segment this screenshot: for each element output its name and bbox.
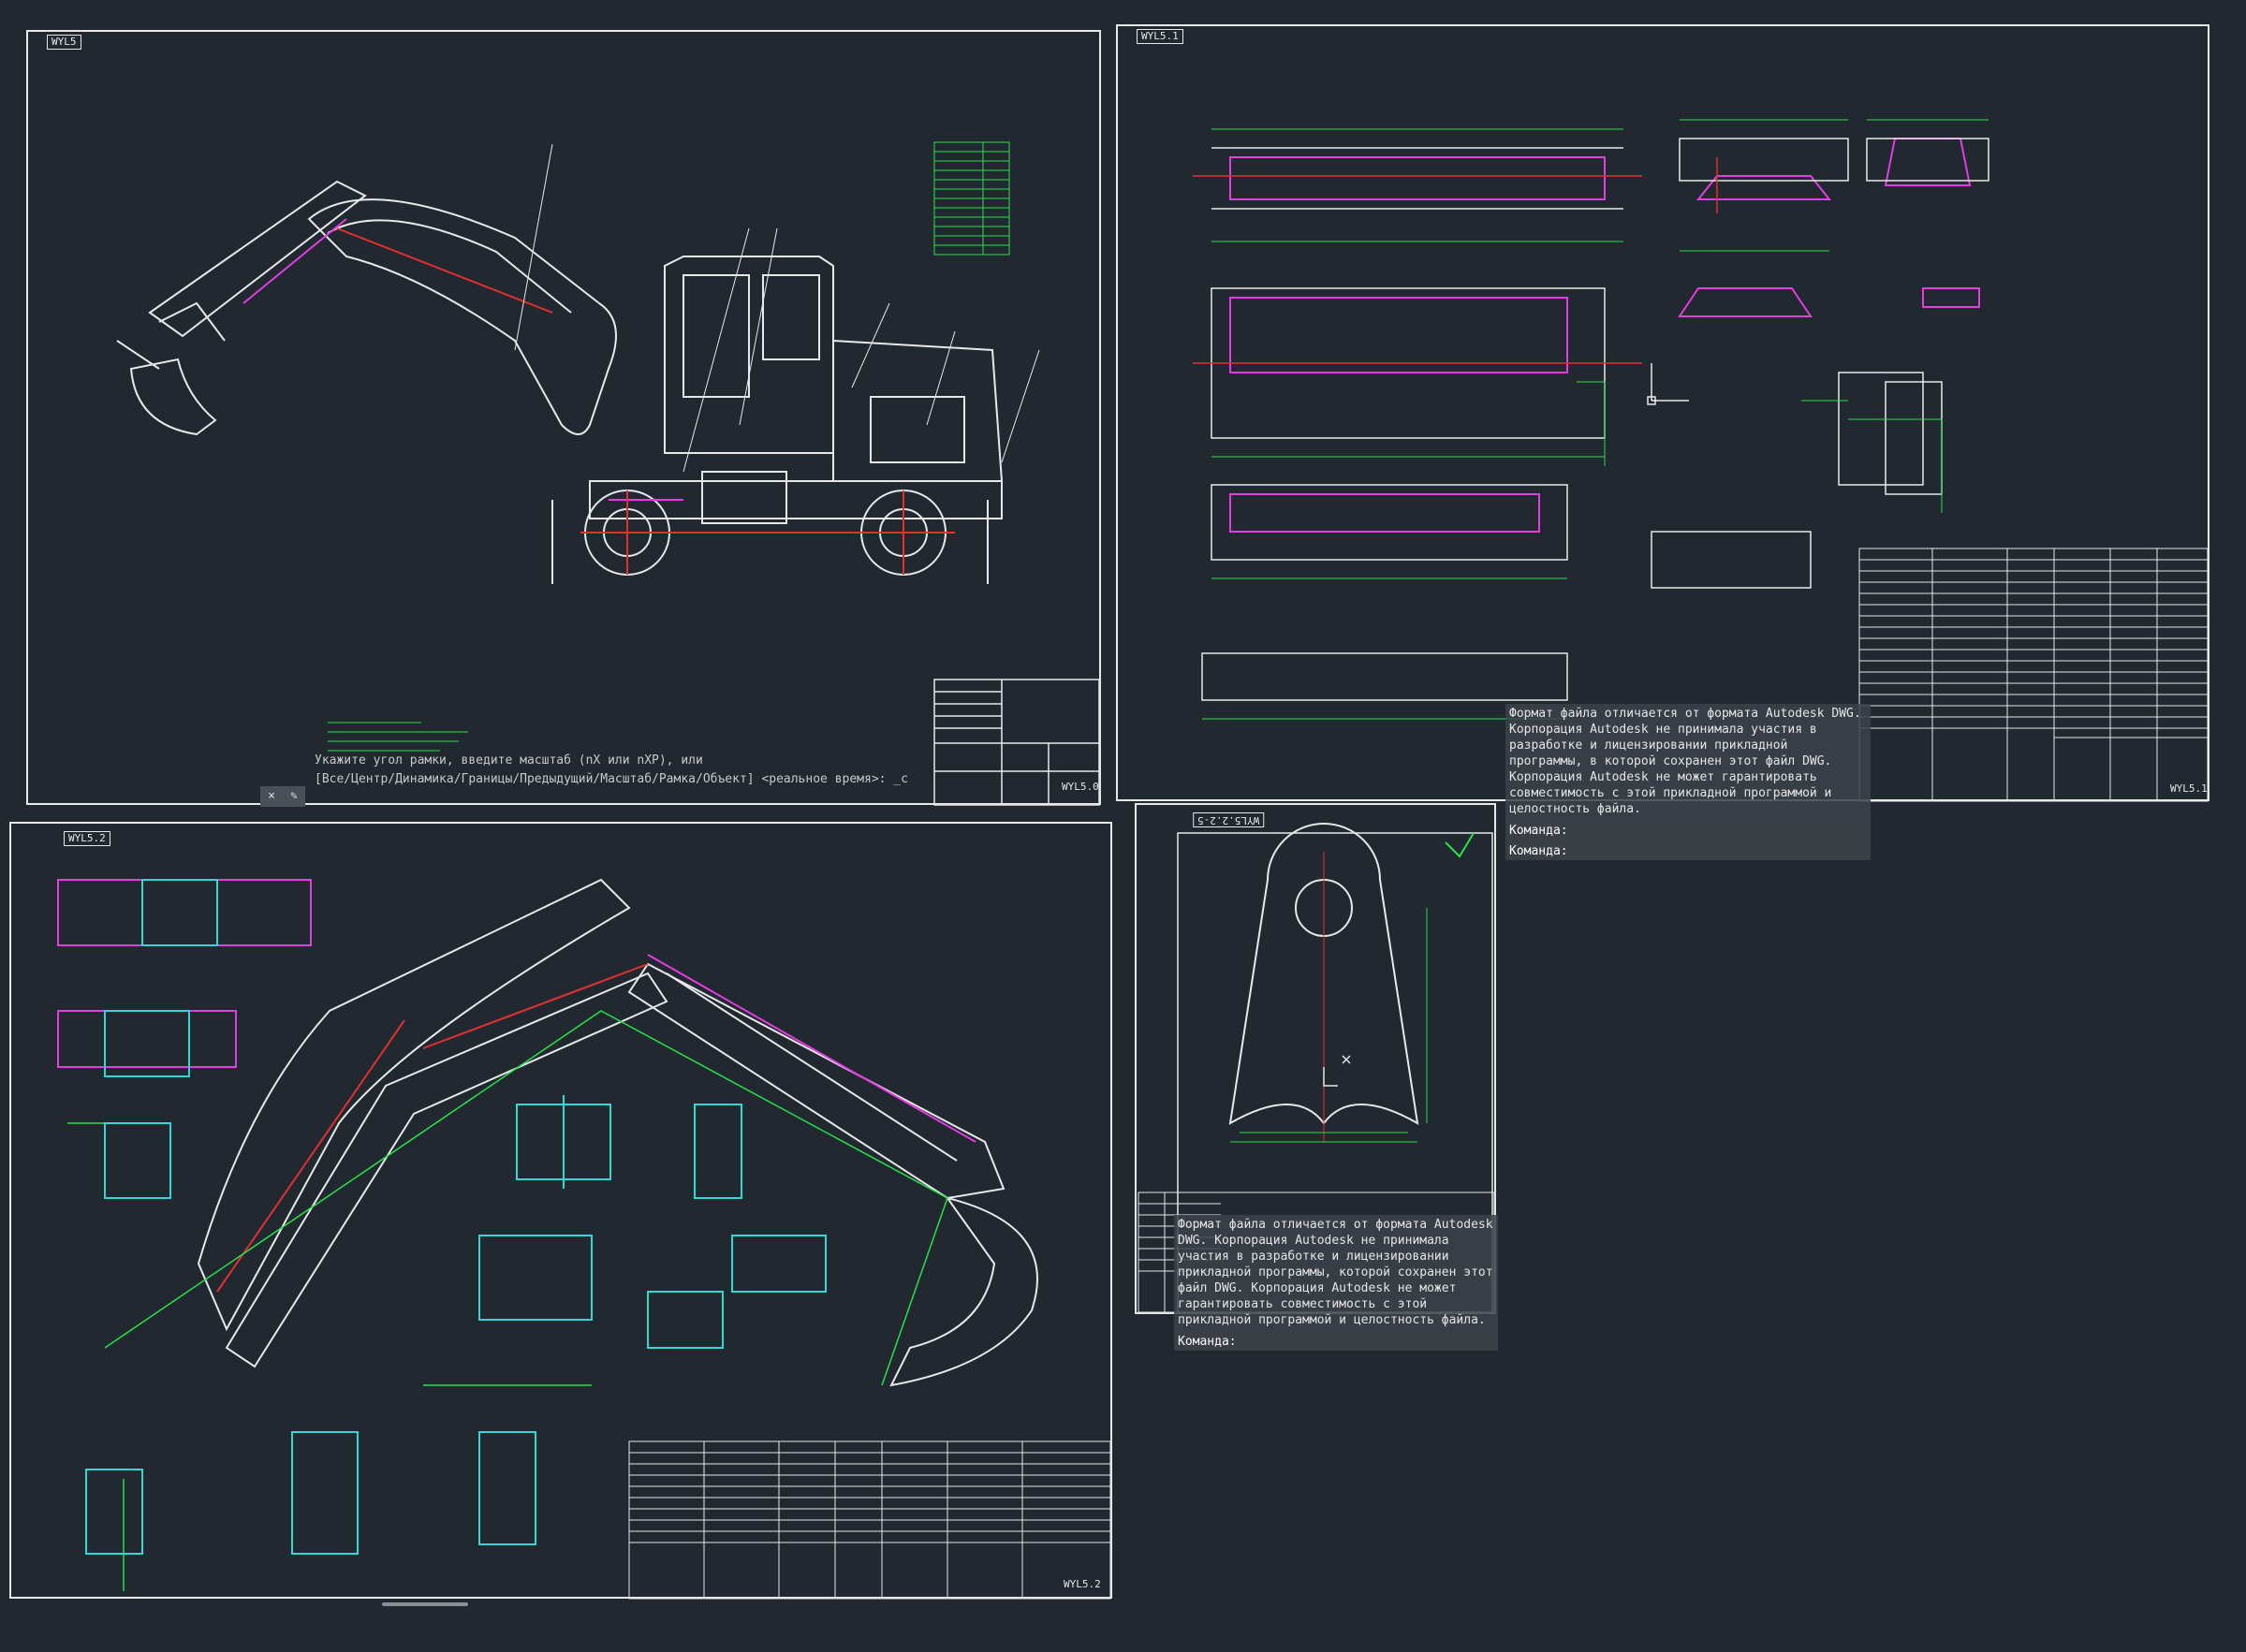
title-block-code: WYL5.0 (1062, 781, 1099, 793)
command-message: Формат файла отличается от формата Autod… (1509, 707, 1869, 816)
wrench-icon[interactable]: ✎ (283, 786, 305, 807)
command-prompt[interactable]: Команда: (1505, 822, 1871, 840)
title-block-code: WYL5.2 (1064, 1578, 1101, 1590)
command-prompt[interactable]: Команда: (1174, 1333, 1498, 1351)
command-prompt[interactable]: Команда: (1505, 842, 1871, 860)
plate-part-drawing (1138, 823, 1495, 1313)
chassis-frame-drawing (1193, 119, 2209, 802)
sheet-tag: WYL5.1 (1137, 29, 1183, 44)
excavator-assembly-drawing (116, 141, 1100, 806)
close-icon[interactable]: × (260, 786, 283, 807)
drawing-sheet-4[interactable]: WYL5.2.2-5 Формат файла отличается от фо… (1135, 803, 1498, 1351)
ucs-icon (1647, 363, 1689, 405)
drawing-sheet-2[interactable]: WYL5.1 (1116, 24, 2209, 860)
check-icon (1445, 832, 1475, 858)
command-zoom-line2: [Все/Центр/Динамика/Границы/Предыдущий/М… (315, 772, 908, 786)
sheet-tag: WYL5.2 (64, 831, 110, 846)
drawing-sheet-1[interactable]: WYL5 (26, 30, 1101, 807)
sheet-tag: WYL5 (47, 35, 81, 50)
title-block-code: WYL5.1 (2170, 782, 2208, 795)
drawing-sheet-3[interactable]: WYL5.2 (9, 822, 1112, 1606)
command-message: Формат файла отличается от формата Autod… (1178, 1218, 1501, 1327)
boom-arm-detail-drawing (57, 878, 1111, 1600)
command-line-panel[interactable]: Формат файла отличается от формата Autod… (1505, 704, 1871, 860)
command-line-panel[interactable]: Формат файла отличается от формата Autod… (1174, 1215, 1498, 1351)
horizontal-scrollbar[interactable] (382, 1602, 468, 1606)
command-zoom-line1: Укажите угол рамки, введите масштаб (nX … (315, 753, 703, 768)
